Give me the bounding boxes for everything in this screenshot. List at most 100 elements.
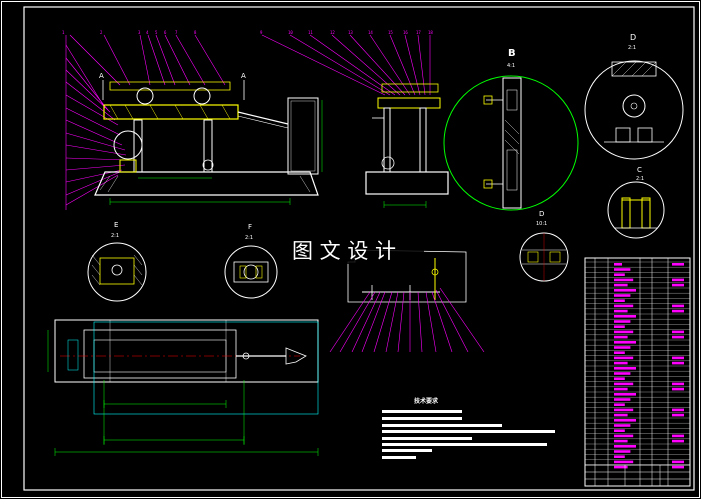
detail-b-view: B 4:1 — [443, 48, 579, 211]
parts-row-mark — [614, 289, 636, 292]
detail-b-label: B — [508, 48, 516, 59]
parts-row-mark — [614, 382, 634, 386]
svg-text:5: 5 — [155, 30, 158, 35]
svg-text:2: 2 — [100, 30, 103, 35]
parts-row-mark — [672, 330, 684, 334]
parts-row-mark — [614, 283, 628, 287]
parts-row-mark — [672, 382, 684, 386]
parts-row-mark — [614, 445, 636, 448]
watermark-text: 图 文 设 计 — [292, 239, 396, 263]
parts-row-mark — [672, 465, 684, 469]
detail-e-label: E — [114, 221, 118, 229]
svg-text:6: 6 — [164, 30, 167, 35]
parts-row-mark — [614, 429, 625, 432]
parts-row-mark — [614, 351, 625, 354]
parts-row-mark — [672, 356, 684, 360]
parts-row-mark — [672, 263, 684, 266]
detail-d-top-label: D — [630, 33, 636, 42]
svg-text:7: 7 — [175, 30, 178, 35]
parts-row-mark — [614, 377, 625, 380]
detail-c-scale: 2:1 — [636, 176, 644, 182]
watermark-backdrop — [286, 236, 424, 264]
parts-row-mark — [614, 325, 625, 328]
detail-f-label: F — [248, 223, 252, 231]
parts-row-mark — [672, 283, 684, 287]
parts-row-mark — [614, 450, 631, 453]
parts-row-mark — [614, 356, 634, 360]
svg-text:12: 12 — [330, 30, 335, 35]
mid-assembly-view — [329, 249, 485, 353]
detail-c-view: C 2:1 — [607, 166, 665, 239]
parts-row-mark — [672, 278, 684, 282]
parts-row-mark — [672, 361, 684, 365]
parts-row-mark — [614, 434, 634, 438]
parts-row-mark — [672, 335, 684, 339]
svg-text:16: 16 — [403, 30, 408, 35]
detail-b-scale: 4:1 — [507, 63, 515, 69]
parts-row-mark — [614, 263, 622, 266]
svg-text:4: 4 — [146, 30, 149, 35]
inner-frame — [23, 6, 695, 491]
section-a-left-label: A — [99, 72, 104, 80]
parts-row-mark — [614, 419, 636, 422]
detail-f-view: F 2:1 — [224, 223, 278, 299]
tech-requirements-title: 技术要求 — [414, 397, 439, 405]
parts-row-mark — [614, 341, 636, 344]
parts-row-mark — [614, 408, 634, 412]
parts-row-mark — [672, 460, 684, 464]
parts-row-mark — [614, 320, 631, 323]
detail-d-top-view: D 2:1 — [584, 33, 684, 160]
detail-f-scale: 2:1 — [245, 235, 253, 241]
parts-row-mark — [614, 403, 625, 406]
parts-row-mark — [614, 315, 636, 318]
svg-text:9: 9 — [260, 30, 263, 35]
detail-c-label: C — [637, 166, 642, 174]
svg-text:10: 10 — [288, 30, 293, 35]
parts-row-mark — [614, 278, 634, 282]
parts-list-table — [584, 257, 691, 487]
parts-row-mark — [614, 330, 634, 334]
parts-row-mark — [614, 361, 628, 365]
parts-row-mark — [672, 434, 684, 438]
svg-text:13: 13 — [348, 30, 353, 35]
parts-row-mark — [614, 393, 636, 396]
svg-text:3: 3 — [138, 30, 141, 35]
detail-d-small-label: D — [539, 210, 544, 218]
detail-d-small-view: D 10:1 — [519, 210, 569, 282]
svg-text:11: 11 — [308, 30, 313, 35]
parts-row-mark — [672, 408, 684, 412]
parts-row-mark — [614, 398, 631, 401]
parts-row-mark — [614, 439, 628, 443]
parts-row-mark — [614, 465, 628, 469]
technical-requirements: 技术要求 — [382, 397, 555, 459]
parts-row-mark — [614, 268, 631, 271]
svg-text:15: 15 — [388, 30, 393, 35]
parts-row-mark — [614, 309, 628, 313]
parts-row-mark — [614, 304, 634, 308]
parts-row-mark — [614, 299, 625, 302]
detail-d-small-scale: 10:1 — [536, 221, 547, 227]
detail-d-top-scale: 2:1 — [628, 45, 636, 51]
svg-text:17: 17 — [416, 30, 421, 35]
parts-row-mark — [614, 372, 631, 375]
parts-row-mark — [614, 367, 636, 370]
parts-row-mark — [614, 387, 628, 391]
svg-text:8: 8 — [194, 30, 197, 35]
parts-row-mark — [614, 424, 631, 427]
parts-row-mark — [614, 460, 634, 464]
parts-row-mark — [672, 309, 684, 313]
section-a-right-label: A — [241, 72, 246, 80]
svg-text:18: 18 — [428, 30, 433, 35]
parts-row-mark — [672, 413, 684, 417]
parts-row-mark — [614, 335, 628, 339]
parts-row-mark — [614, 273, 625, 276]
detail-e-scale: 2:1 — [111, 233, 119, 239]
parts-row-mark — [614, 294, 631, 297]
detail-e-view: E 2:1 — [87, 221, 147, 302]
parts-row-mark — [614, 455, 625, 458]
parts-row-mark — [672, 304, 684, 308]
